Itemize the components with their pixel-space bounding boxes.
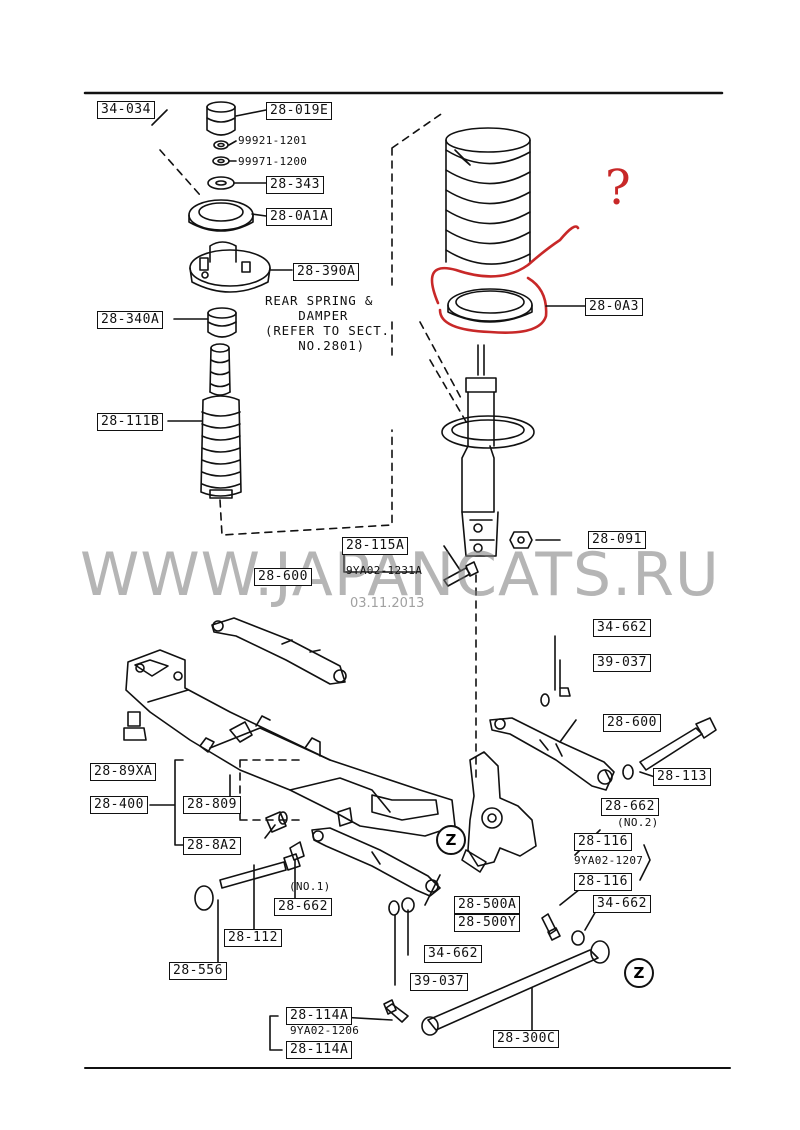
trailing-link-lower xyxy=(311,827,441,897)
part-label-28-019E[interactable]: 28-019E xyxy=(266,102,333,120)
trailing-link-long xyxy=(421,940,610,1036)
rear-knuckle xyxy=(461,751,537,873)
bush-28-8A2 xyxy=(265,811,288,833)
question-annotation: ? xyxy=(605,160,631,216)
bump-stopper-top xyxy=(206,101,236,136)
rear-crossmember xyxy=(125,649,456,837)
bolt-28-113 xyxy=(639,717,717,771)
part-number-99971-1200[interactable]: 99971-1200 xyxy=(238,155,308,168)
part-label-28-500A[interactable]: 28-500A xyxy=(454,896,521,914)
nut-28-091 xyxy=(509,531,533,549)
part-label-34-662-right[interactable]: 34-662 xyxy=(593,895,651,913)
part-label-28-89XA[interactable]: 28-89XA xyxy=(90,763,157,781)
part-number-99921-1201[interactable]: 99921-1201 xyxy=(238,134,308,147)
part-label-28-116-a[interactable]: 28-116 xyxy=(574,833,632,851)
bolt-28-116 xyxy=(541,913,585,946)
part-label-39-037-top[interactable]: 39-037 xyxy=(593,654,651,672)
lateral-link-upper xyxy=(211,617,347,685)
zone-marker-left: Z xyxy=(436,825,466,855)
part-label-28-500Y[interactable]: 28-500Y xyxy=(454,914,521,932)
part-number-9YA02-1206[interactable]: 9YA02-1206 xyxy=(290,1024,360,1037)
coil-spring xyxy=(445,127,531,265)
bump-stopper-lower xyxy=(207,307,237,338)
note-no1: (NO.1) xyxy=(289,880,331,893)
dust-boot xyxy=(200,343,242,499)
zone-marker-right: Z xyxy=(624,958,654,988)
bolt-28-114A xyxy=(383,999,409,1023)
part-label-28-556[interactable]: 28-556 xyxy=(169,962,227,980)
bolt-28-115A xyxy=(443,561,479,587)
part-label-28-662-no2[interactable]: 28-662 xyxy=(601,798,659,816)
bolt-28-112 xyxy=(194,853,301,911)
part-label-28-0A1A[interactable]: 28-0A1A xyxy=(266,208,333,226)
part-label-28-662-no1[interactable]: 28-662 xyxy=(274,898,332,916)
part-label-28-114A-b[interactable]: 28-114A xyxy=(286,1041,353,1059)
part-label-28-600-right[interactable]: 28-600 xyxy=(603,714,661,732)
part-label-28-111B[interactable]: 28-111B xyxy=(97,413,164,431)
washer-small xyxy=(207,140,235,190)
part-label-28-300C[interactable]: 28-300C xyxy=(493,1030,560,1048)
part-label-28-0A3[interactable]: 28-0A3 xyxy=(585,298,643,316)
part-label-28-600-left[interactable]: 28-600 xyxy=(254,568,312,586)
part-label-28-112[interactable]: 28-112 xyxy=(224,929,282,947)
part-label-34-662-top[interactable]: 34-662 xyxy=(593,619,651,637)
bolt-28-89XA xyxy=(123,711,147,741)
lateral-link-right xyxy=(489,717,615,791)
part-label-28-114A-a[interactable]: 28-114A xyxy=(286,1007,353,1025)
part-label-28-116-b[interactable]: 28-116 xyxy=(574,873,632,891)
rear-spring-note: REAR SPRING & DAMPER (REFER TO SECT. NO.… xyxy=(265,293,390,353)
part-label-34-662-bottom[interactable]: 34-662 xyxy=(424,945,482,963)
part-label-28-400[interactable]: 28-400 xyxy=(90,796,148,814)
upper-seat-ring xyxy=(188,199,254,232)
part-label-28-8A2[interactable]: 28-8A2 xyxy=(183,837,241,855)
part-label-28-343[interactable]: 28-343 xyxy=(266,176,324,194)
washers-lower xyxy=(289,841,415,916)
washers-right xyxy=(540,687,634,780)
part-label-28-113[interactable]: 28-113 xyxy=(653,768,711,786)
part-label-28-390A[interactable]: 28-390A xyxy=(293,263,360,281)
watermark-date: 03.11.2013 xyxy=(350,596,425,611)
part-label-39-037-bottom[interactable]: 39-037 xyxy=(410,973,468,991)
spring-seat-lower-ring xyxy=(447,288,533,323)
part-label-28-115A[interactable]: 28-115A xyxy=(342,537,409,555)
part-label-28-091[interactable]: 28-091 xyxy=(588,531,646,549)
part-number-9YA02-1207[interactable]: 9YA02-1207 xyxy=(574,854,644,867)
part-label-34-034[interactable]: 34-034 xyxy=(97,101,155,119)
part-label-28-809[interactable]: 28-809 xyxy=(183,796,241,814)
part-label-28-340A[interactable]: 28-340A xyxy=(97,311,164,329)
part-number-9YA02-1231A[interactable]: 9YA02-1231A xyxy=(346,564,423,577)
mounting-rubber xyxy=(189,241,271,293)
note-no2: (NO.2) xyxy=(617,816,659,829)
shock-absorber xyxy=(441,344,535,557)
